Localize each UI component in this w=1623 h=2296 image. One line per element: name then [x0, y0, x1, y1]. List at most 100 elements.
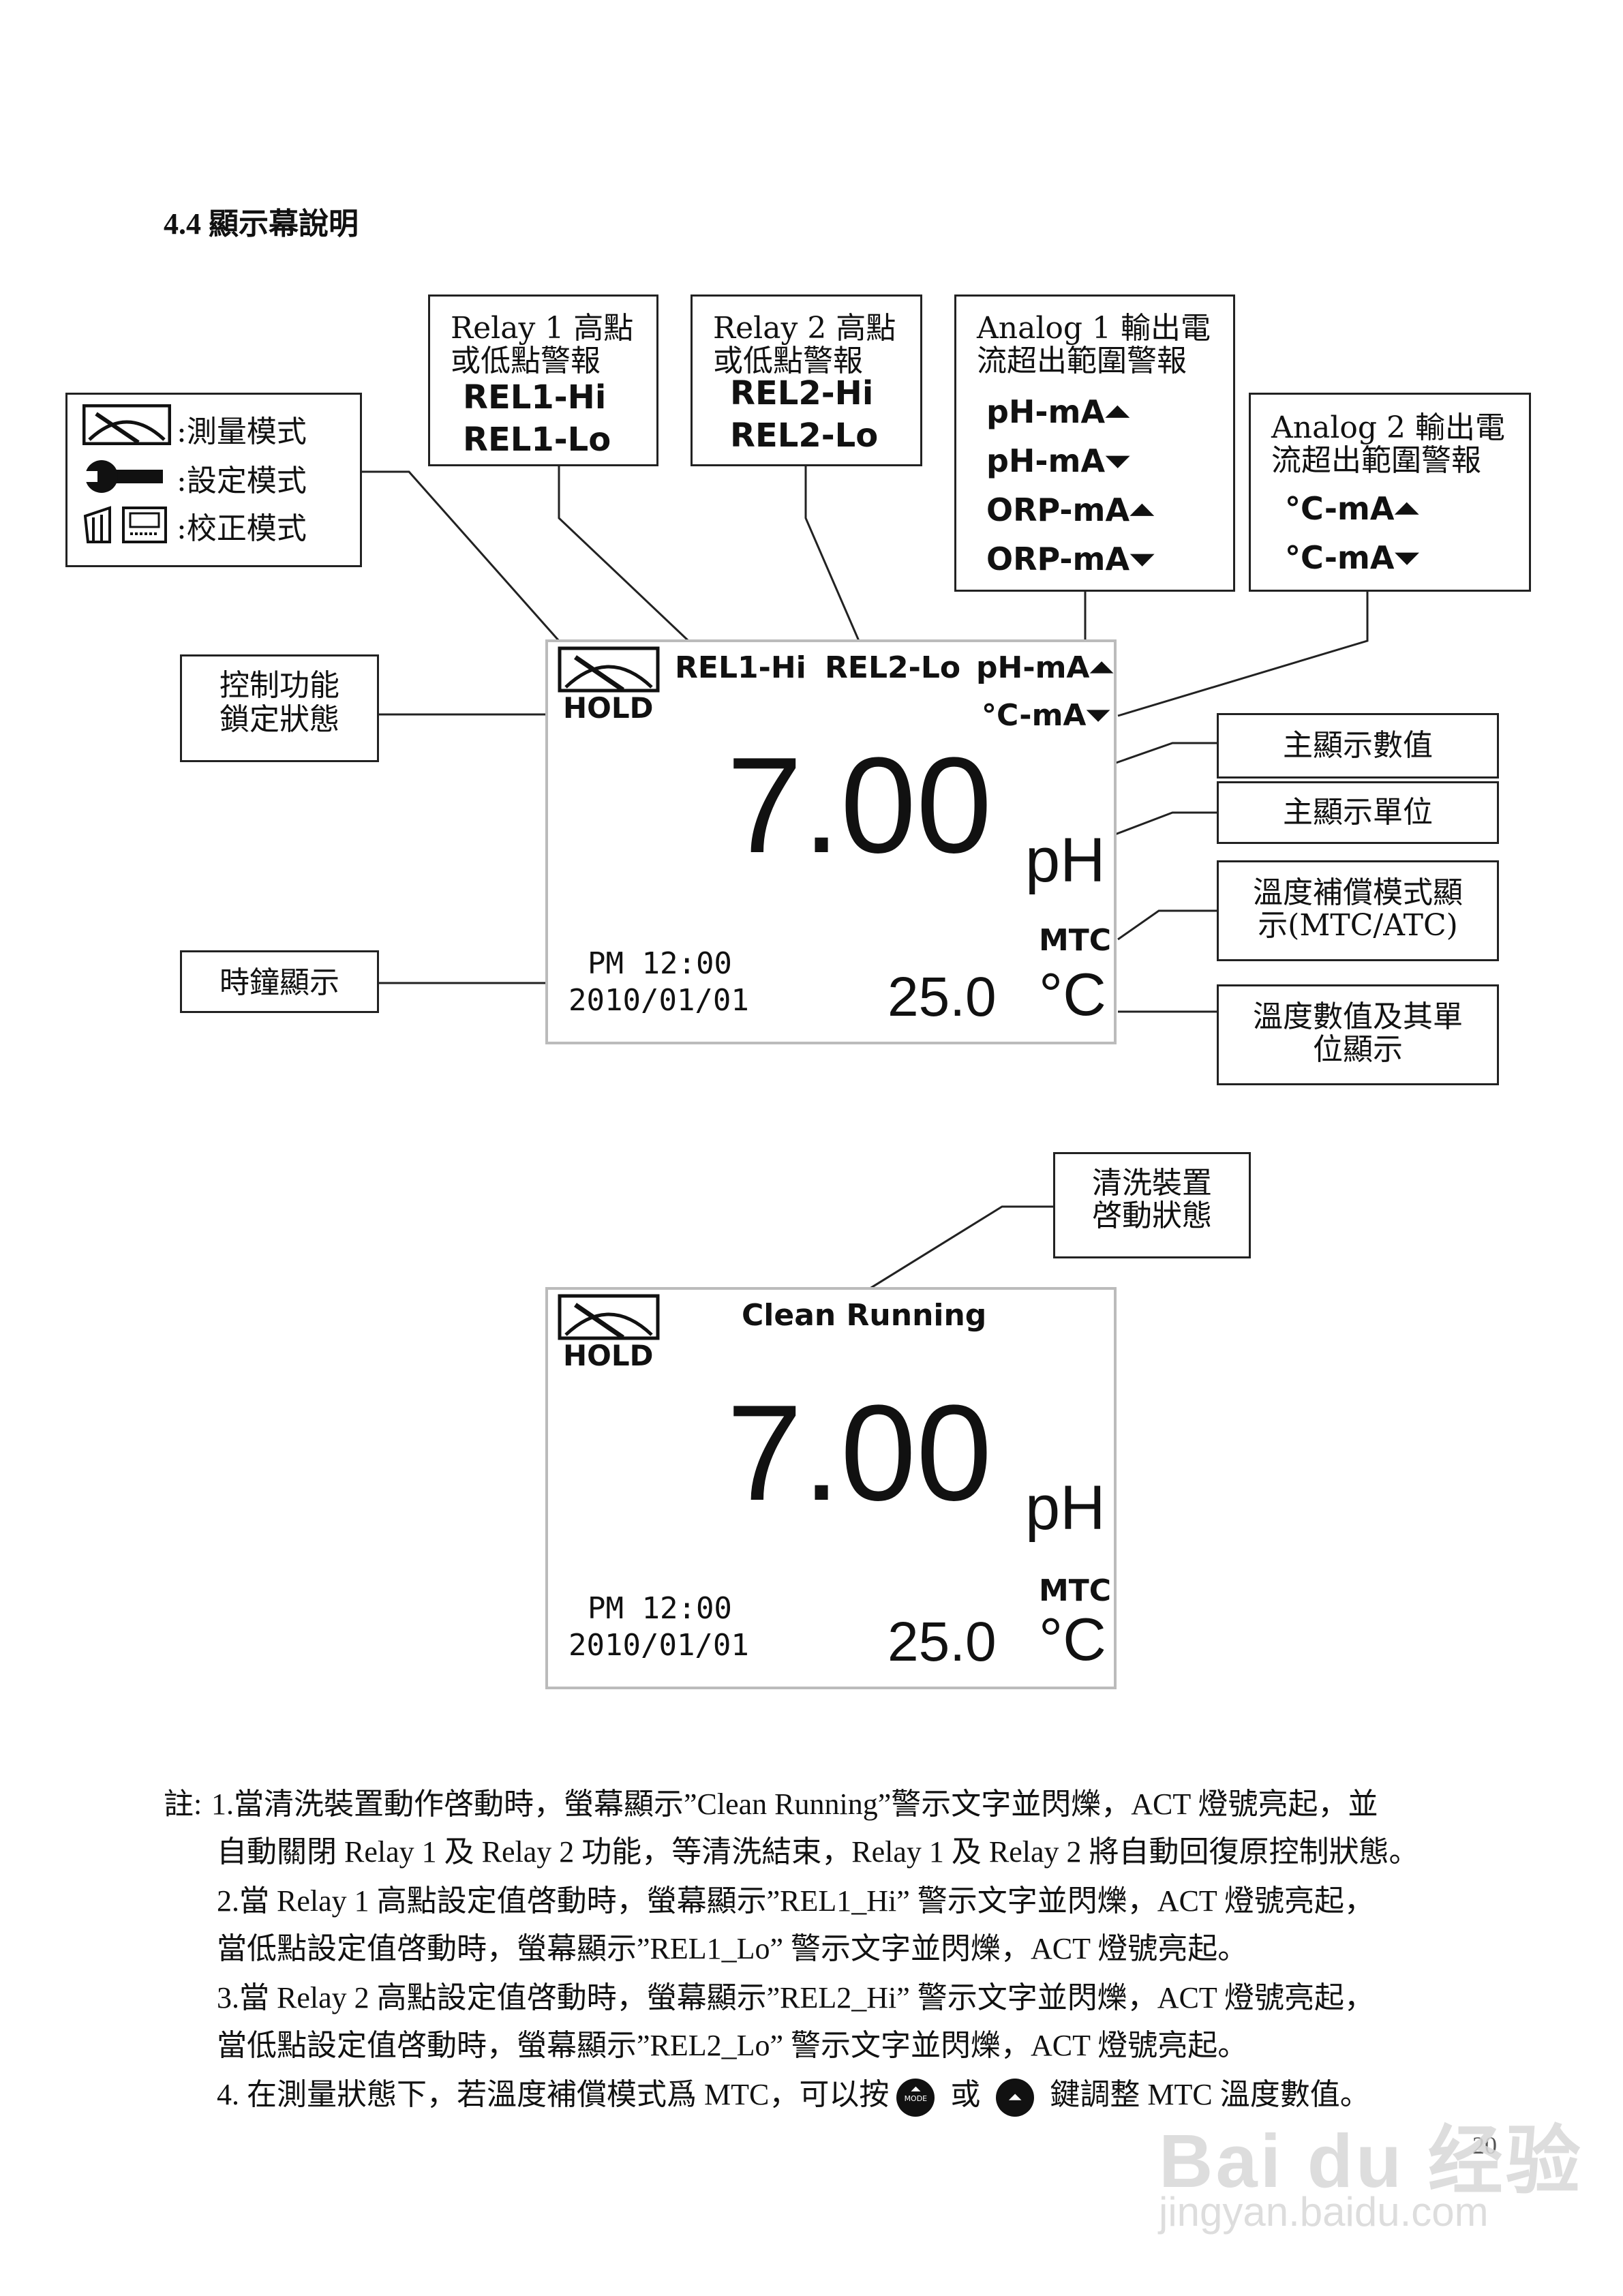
relay2-title2: 或低點警報 [713, 344, 863, 378]
lcd2-date: 2010/01/01 [568, 1628, 749, 1663]
wrench-icon [82, 460, 163, 493]
arrow-up-icon: ⏶ [1089, 650, 1114, 685]
lcd1-time: PM 12:00 [588, 946, 732, 981]
analog1-orp-down: ORP-mA⏷ [986, 541, 1155, 579]
analog1-ph-up: pH-mA⏶ [986, 393, 1130, 432]
analog2-title1: Analog 2 輸出電 [1271, 410, 1506, 445]
lcd2-temp-unit: °C [1039, 1605, 1106, 1673]
clean-label-box: 清洗裝置 啓動狀態 [1053, 1152, 1251, 1258]
lcd1-cma-text: °C-mA [982, 698, 1087, 733]
relay2-lo: REL2-Lo [730, 417, 879, 455]
lcd1-rel1: REL1-Hi [675, 650, 806, 685]
analog1-orp-down-text: ORP-mA [986, 541, 1130, 577]
clock-label: 時鐘顯示 [219, 965, 339, 1000]
lcd1-rel2: REL2-Lo [825, 650, 961, 685]
hold-label-line2: 鎖定狀態 [219, 702, 339, 737]
analog2-c-up-text: °C-mA [1285, 490, 1395, 527]
analog1-box: Analog 1 輸出電 流超出範圍警報 pH-mA⏶ pH-mA⏷ ORP-m… [954, 294, 1235, 592]
note-4-mid: 或 [950, 2078, 981, 2111]
arrow-up-icon: ⏶ [1105, 393, 1130, 430]
page-number: 20 [1472, 2132, 1497, 2159]
lcd2-temp: 25.0 [888, 1611, 997, 1673]
measure-mode-icon [82, 404, 171, 445]
calibration-icon [83, 506, 167, 543]
notes-prefix: 註: [164, 1787, 202, 1821]
analog1-ph-down-text: pH-mA [986, 442, 1106, 479]
lcd1-cma: °C-mA⏷ [982, 698, 1110, 733]
lcd2-main-value: 7.00 [727, 1377, 992, 1529]
lcd2-temp-mode: MTC [1039, 1573, 1112, 1608]
lcd-display-2: HOLD Clean Running 7.00 pH MTC PM 12:00 … [545, 1287, 1117, 1689]
analog1-ph-down: pH-mA⏷ [986, 442, 1130, 481]
relay1-title1: Relay 1 高點 [451, 311, 634, 346]
analog1-orp-up: ORP-mA⏶ [986, 492, 1155, 530]
arrow-down-icon: ⏷ [1129, 541, 1155, 577]
lcd-display-1: HOLD REL1-Hi REL2-Lo pH-mA⏶ °C-mA⏷ 7.00 … [545, 639, 1117, 1044]
arrow-up-icon: ⏶ [1394, 490, 1420, 527]
arrow-up-icon: ⏶ [1129, 492, 1155, 528]
lcd1-temp-unit: °C [1039, 961, 1106, 1028]
analog2-box: Analog 2 輸出電 流超出範圍警報 °C-mA⏶ °C-mA⏷ [1249, 393, 1531, 592]
hold-label-box: 控制功能 鎖定狀態 [180, 654, 379, 762]
lcd1-phma: pH-mA⏶ [976, 650, 1114, 685]
note-2-line1: 2.當 Relay 1 高點設定值啓動時，螢幕顯示”REL1_Hi” 警示文字並… [217, 1884, 1374, 1918]
measure-mode-icon [558, 1294, 660, 1340]
analog2-c-down-text: °C-mA [1285, 539, 1395, 576]
note-2-line2: 當低點設定值啓動時，螢幕顯示”REL1_Lo” 警示文字並閃爍，ACT 燈號亮起… [217, 1932, 1248, 1965]
lcd1-date: 2010/01/01 [568, 983, 749, 1018]
main-value-label: 主顯示數值 [1283, 728, 1433, 763]
lcd2-clean-status: Clean Running [742, 1298, 987, 1333]
main-unit-label: 主顯示單位 [1283, 795, 1433, 830]
hold-label-line1: 控制功能 [219, 668, 339, 703]
up-key-icon: ⏶ [996, 2078, 1035, 2117]
arrow-down-icon: ⏷ [1105, 442, 1130, 479]
relay1-hi: REL1-Hi [463, 378, 607, 417]
main-value-label-box: 主顯示數值 [1217, 713, 1499, 779]
analog1-ph-up-text: pH-mA [986, 393, 1106, 430]
lcd1-phma-text: pH-mA [976, 650, 1090, 685]
analog1-orp-up-text: ORP-mA [986, 492, 1130, 528]
section-title: 4.4 顯示幕說明 [164, 207, 359, 241]
temp-value-label-line1: 溫度數值及其單 [1253, 999, 1463, 1034]
note-4-post: 鍵調整 MTC 溫度數值。 [1050, 2078, 1370, 2111]
lcd2-time: PM 12:00 [588, 1591, 732, 1626]
watermark-logo: Bai du 经验 [1159, 2119, 1583, 2203]
arrow-down-icon: ⏷ [1086, 698, 1110, 733]
relay2-hi: REL2-Hi [730, 374, 874, 412]
mode-legend-box: :測量模式 :設定模式 :校正模式 [65, 393, 362, 567]
temp-mode-label-line1: 溫度補償模式顯 [1253, 875, 1463, 910]
analog1-title1: Analog 1 輸出電 [977, 311, 1211, 346]
note-4: 4. 在測量狀態下，若溫度補償模式爲 MTC，可以按 ⏶ MODE 或 ⏶ 鍵調… [217, 2071, 1370, 2119]
watermark-url: jingyan.baidu.com [1159, 2189, 1489, 2235]
note-3-line1: 3.當 Relay 2 高點設定值啓動時，螢幕顯示”REL2_Hi” 警示文字並… [217, 1981, 1374, 2014]
relay2-box: Relay 2 高點 或低點警報 REL2-Hi REL2-Lo [691, 294, 922, 466]
relay2-title1: Relay 2 高點 [713, 311, 896, 346]
legend-calib-label: :校正模式 [177, 511, 307, 546]
temp-mode-label-box: 溫度補償模式顯 示(MTC/ATC) [1217, 860, 1499, 961]
lcd1-main-value: 7.00 [727, 729, 992, 881]
lcd1-temp: 25.0 [888, 966, 997, 1028]
legend-setup-label: :設定模式 [177, 464, 307, 498]
lcd1-temp-mode: MTC [1039, 923, 1112, 958]
analog2-title2: 流超出範圍警報 [1271, 443, 1481, 478]
temp-value-label-box: 溫度數值及其單 位顯示 [1217, 984, 1499, 1085]
lcd1-hold: HOLD [563, 691, 654, 725]
relay1-box: Relay 1 高點 或低點警報 REL1-Hi REL1-Lo [428, 294, 658, 466]
note-4-pre: 4. 在測量狀態下，若溫度補償模式爲 MTC，可以按 [217, 2078, 890, 2111]
mode-key-icon: ⏶ MODE [896, 2078, 935, 2117]
clock-label-box: 時鐘顯示 [180, 950, 379, 1013]
relay1-lo: REL1-Lo [463, 421, 611, 459]
clean-label-line1: 清洗裝置 [1092, 1166, 1212, 1200]
note-1-line2: 自動關閉 Relay 1 及 Relay 2 功能，等清洗結束，Relay 1 … [217, 1835, 1419, 1869]
analog1-title2: 流超出範圍警報 [977, 344, 1187, 378]
measure-mode-icon [558, 646, 660, 693]
relay1-title2: 或低點警報 [451, 344, 601, 378]
note-1-line1: 1.當清洗裝置動作啓動時，螢幕顯示”Clean Running”警示文字並閃爍，… [211, 1787, 1378, 1821]
lcd2-hold: HOLD [563, 1339, 654, 1372]
analog2-c-up: °C-mA⏶ [1285, 490, 1419, 528]
arrow-down-icon: ⏷ [1394, 539, 1420, 576]
temp-mode-label-line2: 示(MTC/ATC) [1258, 908, 1458, 943]
lcd2-main-unit: pH [1025, 1473, 1106, 1543]
main-unit-label-box: 主顯示單位 [1217, 781, 1499, 844]
